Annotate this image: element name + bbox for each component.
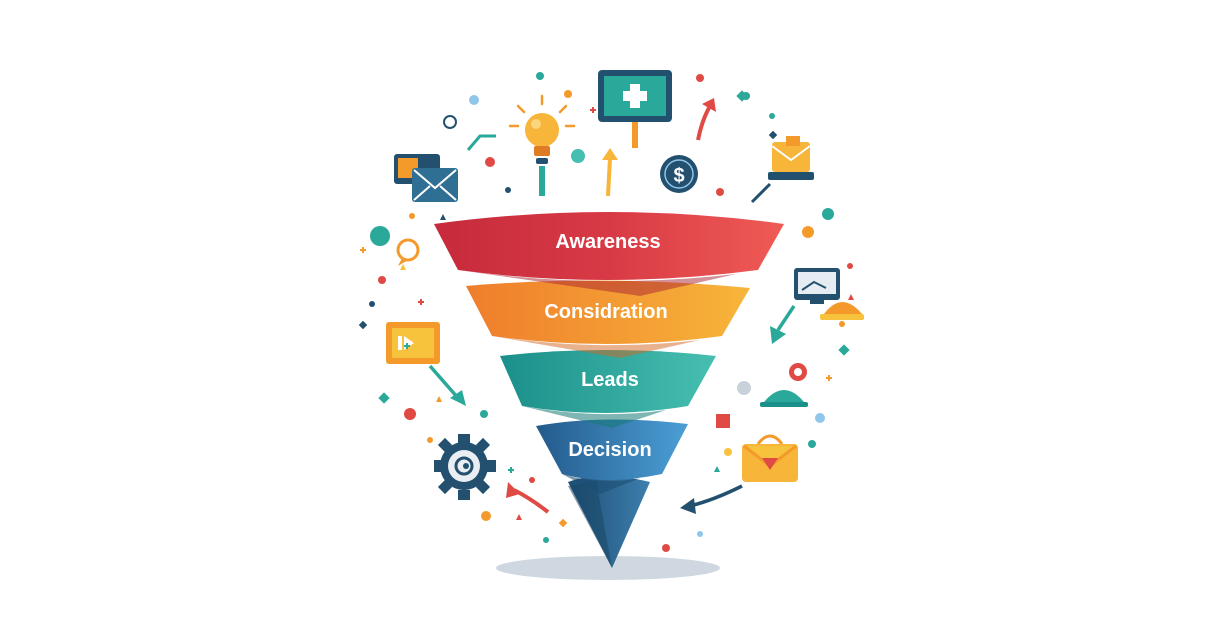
confetti	[358, 72, 854, 552]
lightbulb-icon	[508, 94, 576, 196]
bell-icon	[820, 302, 864, 327]
mail-bag-icon	[742, 434, 798, 482]
arrow-up-icon	[696, 98, 716, 141]
laptop-mail-icon	[750, 136, 814, 204]
arrow-icon	[770, 305, 796, 344]
chat-bubble-icon	[396, 238, 420, 266]
gear-icon	[434, 434, 496, 500]
arrow-icon	[428, 364, 466, 406]
arrow-icon	[680, 484, 743, 514]
dollar-coin-icon: $	[660, 155, 698, 193]
funnel-tip	[568, 476, 650, 568]
funnel-stage-awareness: Awareness	[434, 212, 784, 296]
arrow-up-icon	[602, 148, 618, 197]
monitor-small-icon	[794, 268, 840, 304]
video-card-icon	[386, 322, 440, 364]
arrow-icon	[506, 482, 550, 514]
stage-label-leads: Leads	[581, 369, 639, 391]
funnel-stage-leads: Leads	[500, 350, 716, 428]
envelope-icon	[394, 154, 458, 202]
svg-text:$: $	[673, 165, 684, 187]
stage-label-decision: Decision	[568, 439, 651, 461]
monitor-plus-icon	[598, 70, 672, 148]
funnel-shadow	[496, 556, 720, 580]
funnel-stage-consideration: Considration	[466, 280, 750, 358]
funnel-stage-decision: Decision	[536, 419, 688, 494]
bracket-accent	[466, 134, 496, 151]
stage-label-consideration: Considration	[544, 301, 667, 323]
location-pin-icon	[789, 363, 807, 381]
stage-label-awareness: Awareness	[555, 231, 660, 253]
bell-icon	[760, 390, 808, 407]
